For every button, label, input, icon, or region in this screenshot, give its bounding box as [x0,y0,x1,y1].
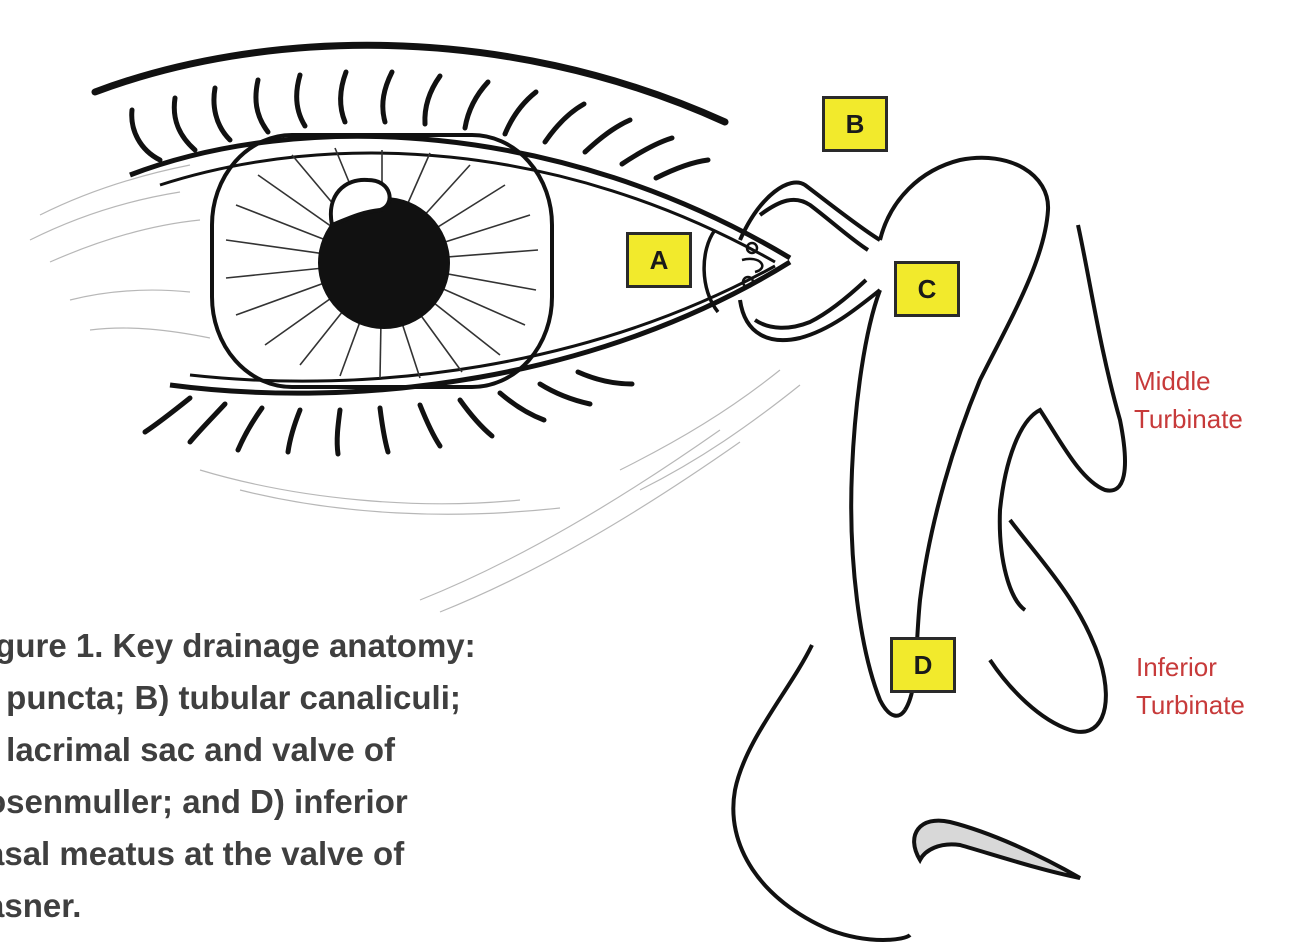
lower-eyelid [170,262,790,393]
label-b-canaliculi: B [822,96,888,152]
inferior-turbinate-label: Inferior Turbinate [1136,648,1245,724]
nostril [914,821,1080,878]
inferior-turbinate [990,520,1106,732]
label-c-lacrimal-sac: C [894,261,960,317]
label-d-inferior-meatus: D [890,637,956,693]
middle-turbinate [1000,225,1125,610]
caruncle-detail [742,259,762,272]
middle-turbinate-label: Middle Turbinate [1134,362,1243,438]
nose-outline [733,645,910,940]
figure-caption: igure 1. Key drainage anatomy: ) puncta;… [0,620,646,932]
upper-eyelashes [132,72,708,178]
eyebrow-line [95,45,725,122]
lower-eyelashes [145,372,632,454]
label-a-puncta: A [626,232,692,288]
lacrimal-sac-outer [880,158,1048,710]
